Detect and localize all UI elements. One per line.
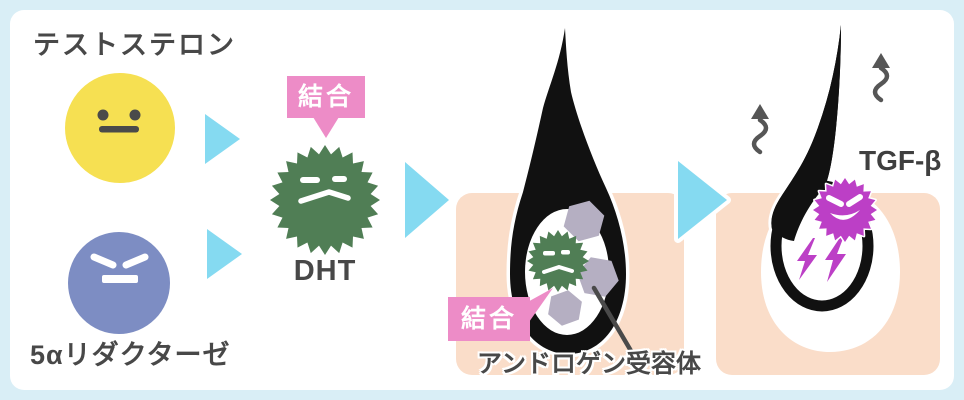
hair-2-overlay [771, 25, 841, 241]
lightning-bolt-2-icon [825, 236, 846, 282]
lightning-bolt-1-icon [797, 238, 817, 280]
reductase-eye-left [90, 253, 117, 269]
androgen-receptor-1-icon [563, 200, 605, 242]
squiggle-left-head [751, 104, 769, 119]
binding-callout-bottom [448, 288, 553, 341]
arrow-small-bottom-icon [207, 229, 242, 279]
testosterone-label: テストステロン [33, 30, 236, 60]
dht-ball-big-body [270, 145, 380, 255]
binding-bottom-label: 結合 [460, 305, 517, 333]
binding-callout-top [287, 76, 365, 138]
arrow-big-2-icon [674, 157, 731, 243]
follicle-2 [768, 22, 879, 312]
binding-bottom-box [448, 297, 530, 341]
dht-ball-small-body [527, 230, 589, 292]
testosterone-eye-right [129, 109, 141, 121]
tgf-beta-label: TGF-β [859, 145, 942, 176]
dht-label: DHT [293, 255, 357, 287]
dht-ball-small-icon [527, 230, 589, 292]
arrow-small-top-icon [205, 114, 240, 164]
tgf-mouth [830, 210, 860, 220]
testosterone-eye-left [97, 109, 109, 121]
testosterone-face-icon [65, 73, 175, 183]
squiggle-arrow-left-icon [751, 104, 769, 155]
arrow-big-1-icon [405, 162, 449, 238]
androgen-receptor-2-icon [577, 257, 619, 297]
androgen-receptor-label: アンドロゲン受容体 [477, 350, 702, 378]
squiggle-right-line [872, 65, 890, 103]
dht-big-eye-right [332, 176, 347, 182]
reductase-eye-right [122, 253, 149, 269]
reductase-mouth [102, 275, 138, 283]
squiggle-left-line [751, 117, 769, 155]
dht-big-eye-left [300, 177, 320, 183]
testosterone-mouth [99, 126, 139, 133]
dht-big-mouth [298, 189, 351, 204]
dht-ball-big-icon [270, 145, 380, 255]
reductase-label: 5αリダクターゼ [30, 340, 231, 370]
tgf-eye-right [846, 194, 863, 207]
receptor-pointer-line [591, 285, 637, 359]
binding-top-tail [313, 117, 339, 138]
binding-bottom-tail [524, 288, 553, 322]
tgf-eye-left [826, 195, 844, 207]
squiggle-arrow-right-icon [872, 53, 890, 103]
androgen-receptor-3-icon [548, 290, 582, 326]
tgf-beta-ball-icon [811, 176, 879, 244]
tgf-beta-ball-body [811, 176, 879, 244]
binding-top-label: 結合 [297, 83, 354, 111]
dht-small-eye-right [561, 250, 570, 255]
binding-top-box [287, 76, 365, 118]
follicle-1 [506, 24, 630, 358]
reductase-face-icon [68, 232, 170, 334]
dht-small-mouth [542, 265, 574, 274]
dht-small-eye-left [543, 251, 555, 256]
squiggle-right-head [872, 53, 890, 68]
